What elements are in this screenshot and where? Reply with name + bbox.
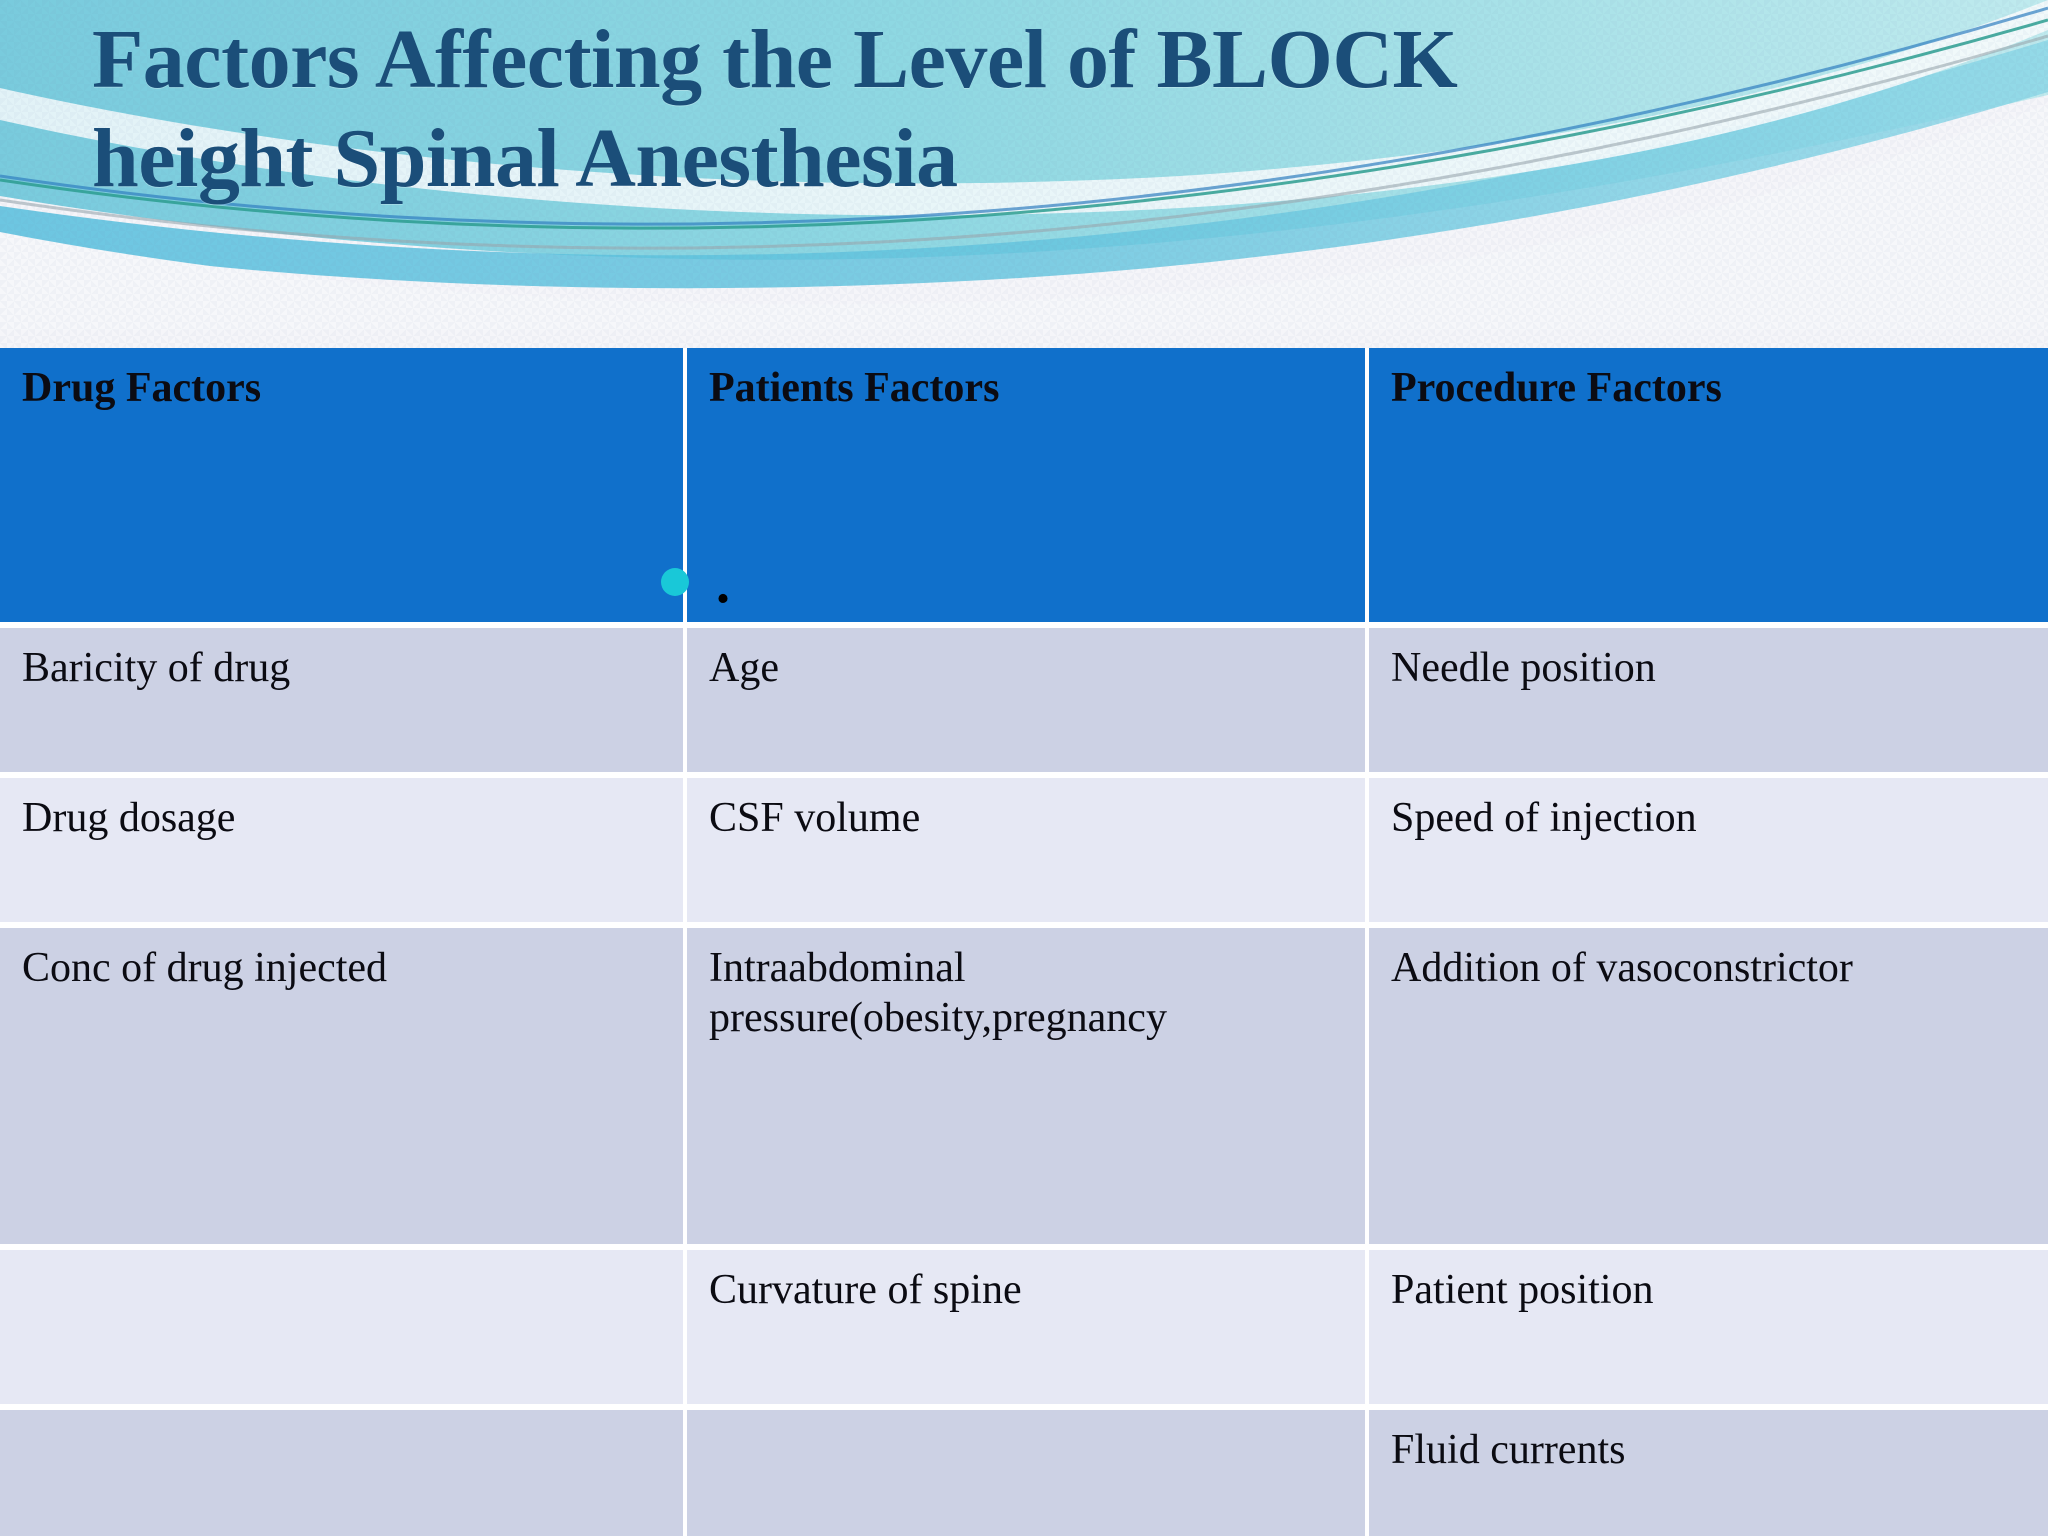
cell-patient-4: Curvature of spine [685, 1247, 1369, 1410]
cell-drug-5 [0, 1407, 687, 1536]
cell-procedure-1: Needle position [1367, 625, 2048, 778]
cell-patient-5 [685, 1407, 1369, 1536]
factors-table: Drug Factors Patients Factors Procedure … [0, 348, 2048, 1536]
header-decoration [0, 0, 2048, 330]
table-row: Baricity of drug Age Needle position [0, 625, 2048, 778]
cell-drug-4 [0, 1247, 687, 1410]
cell-patient-3: Intraabdominal pressure(obesity,pregnanc… [685, 925, 1369, 1250]
page-title: Factors Affecting the Level of BLOCK hei… [92, 10, 1972, 208]
table-head: Drug Factors Patients Factors Procedure … [0, 348, 2048, 628]
table-row: Drug dosage CSF volume Speed of injectio… [0, 775, 2048, 928]
cyan-bullet-dot-icon [661, 568, 689, 596]
table-row: Curvature of spine Patient position [0, 1247, 2048, 1410]
cell-procedure-4: Patient position [1367, 1247, 2048, 1410]
cell-drug-3: Conc of drug injected [0, 925, 687, 1250]
title-line-2: height Spinal Anesthesia [92, 112, 958, 206]
table-row: Conc of drug injected Intraabdominal pre… [0, 925, 2048, 1250]
title-line-1: Factors Affecting the Level of BLOCK [92, 13, 1458, 106]
table-body: Baricity of drug Age Needle position Dru… [0, 625, 2048, 1536]
header-period-glyph: . [716, 553, 730, 615]
cell-procedure-2: Speed of injection [1367, 775, 2048, 928]
cell-drug-1: Baricity of drug [0, 625, 687, 778]
column-header-procedure-factors: Procedure Factors [1367, 348, 2048, 628]
cell-patient-2: CSF volume [685, 775, 1369, 928]
cell-procedure-5: Fluid currents [1367, 1407, 2048, 1536]
table-header-row: Drug Factors Patients Factors Procedure … [0, 348, 2048, 628]
cell-patient-1: Age [685, 625, 1369, 778]
column-header-patients-factors: Patients Factors [685, 348, 1369, 628]
column-header-drug-factors: Drug Factors [0, 348, 687, 628]
cell-drug-2: Drug dosage [0, 775, 687, 928]
cell-procedure-3: Addition of vasoconstrictor [1367, 925, 2048, 1250]
table-row: Fluid currents [0, 1407, 2048, 1536]
